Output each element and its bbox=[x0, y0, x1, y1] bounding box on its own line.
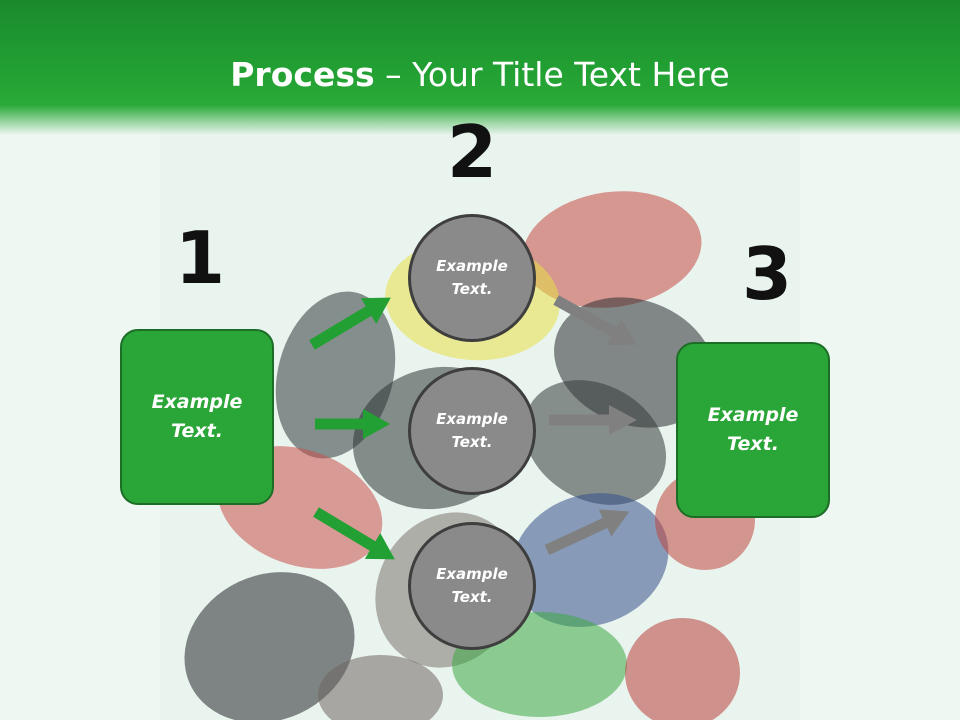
right-example-box[interactable]: Example Text. bbox=[676, 342, 830, 518]
grey-arrows bbox=[544, 295, 637, 555]
circle-middle[interactable]: Example Text. bbox=[408, 367, 536, 495]
arrow-up-right-grey bbox=[544, 509, 630, 555]
arrow-up-right bbox=[309, 297, 391, 350]
circle-bottom-line2: Text. bbox=[451, 588, 493, 606]
circle-bottom[interactable]: Example Text. bbox=[408, 522, 536, 650]
left-example-box[interactable]: Example Text. bbox=[120, 329, 274, 505]
circle-bottom-line1: Example bbox=[436, 565, 508, 583]
circle-top-line1: Example bbox=[436, 257, 508, 275]
step-number-3: 3 bbox=[741, 232, 793, 316]
arrow-down-right bbox=[313, 507, 395, 560]
circle-top-line2: Text. bbox=[451, 280, 493, 298]
arrow-right-grey bbox=[549, 405, 637, 435]
circle-top[interactable]: Example Text. bbox=[408, 214, 536, 342]
title-bold: Process bbox=[230, 55, 375, 94]
circle-middle-line1: Example bbox=[436, 410, 508, 428]
title-rest: – Your Title Text Here bbox=[374, 55, 730, 94]
left-box-line1: Example bbox=[151, 391, 243, 413]
jelly-bean-red-4 bbox=[625, 618, 740, 720]
step-number-1: 1 bbox=[174, 216, 226, 300]
header-band bbox=[0, 0, 960, 135]
slide-title[interactable]: Process – Your Title Text Here bbox=[0, 52, 960, 98]
green-arrows bbox=[309, 297, 395, 560]
right-box-line2: Text. bbox=[727, 433, 779, 455]
right-box-line1: Example bbox=[707, 404, 799, 426]
jelly-bean-speckled-2 bbox=[318, 655, 443, 720]
circle-middle-line2: Text. bbox=[451, 433, 493, 451]
arrow-down-right-grey bbox=[553, 295, 637, 346]
step-number-2: 2 bbox=[446, 110, 498, 194]
arrow-right bbox=[315, 409, 390, 439]
left-box-line2: Text. bbox=[171, 420, 223, 442]
